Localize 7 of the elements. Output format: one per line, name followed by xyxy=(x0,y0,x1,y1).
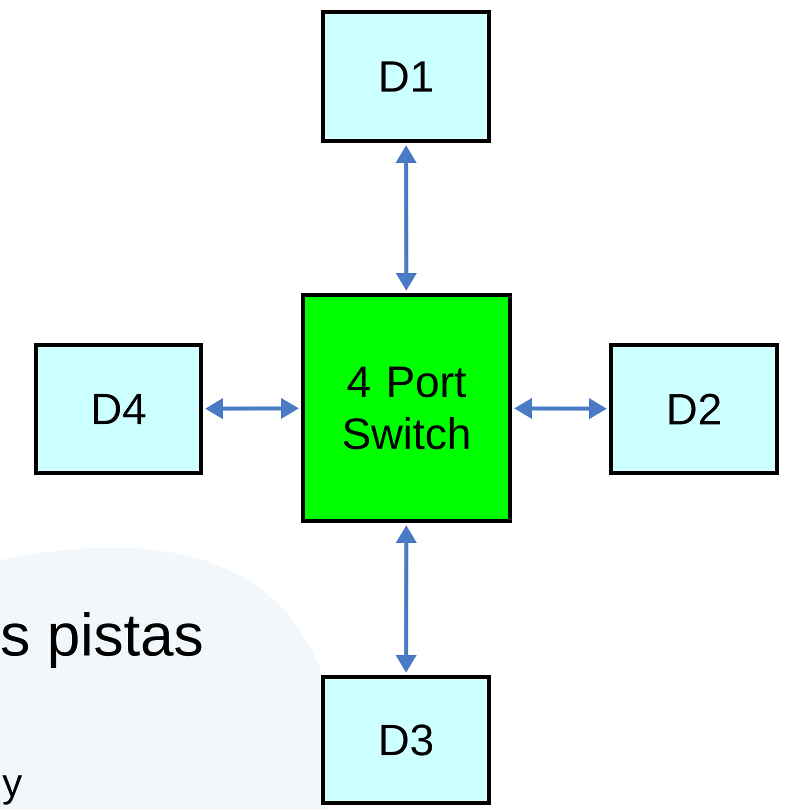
slide-text: y xyxy=(2,775,22,805)
device-box: D4 xyxy=(34,343,203,475)
device-box: D3 xyxy=(321,675,491,805)
device-box: D1 xyxy=(321,10,491,143)
switch-box: 4 Port Switch xyxy=(301,293,512,523)
slide-text: s pistas xyxy=(2,612,202,668)
device-box: D2 xyxy=(609,343,779,475)
